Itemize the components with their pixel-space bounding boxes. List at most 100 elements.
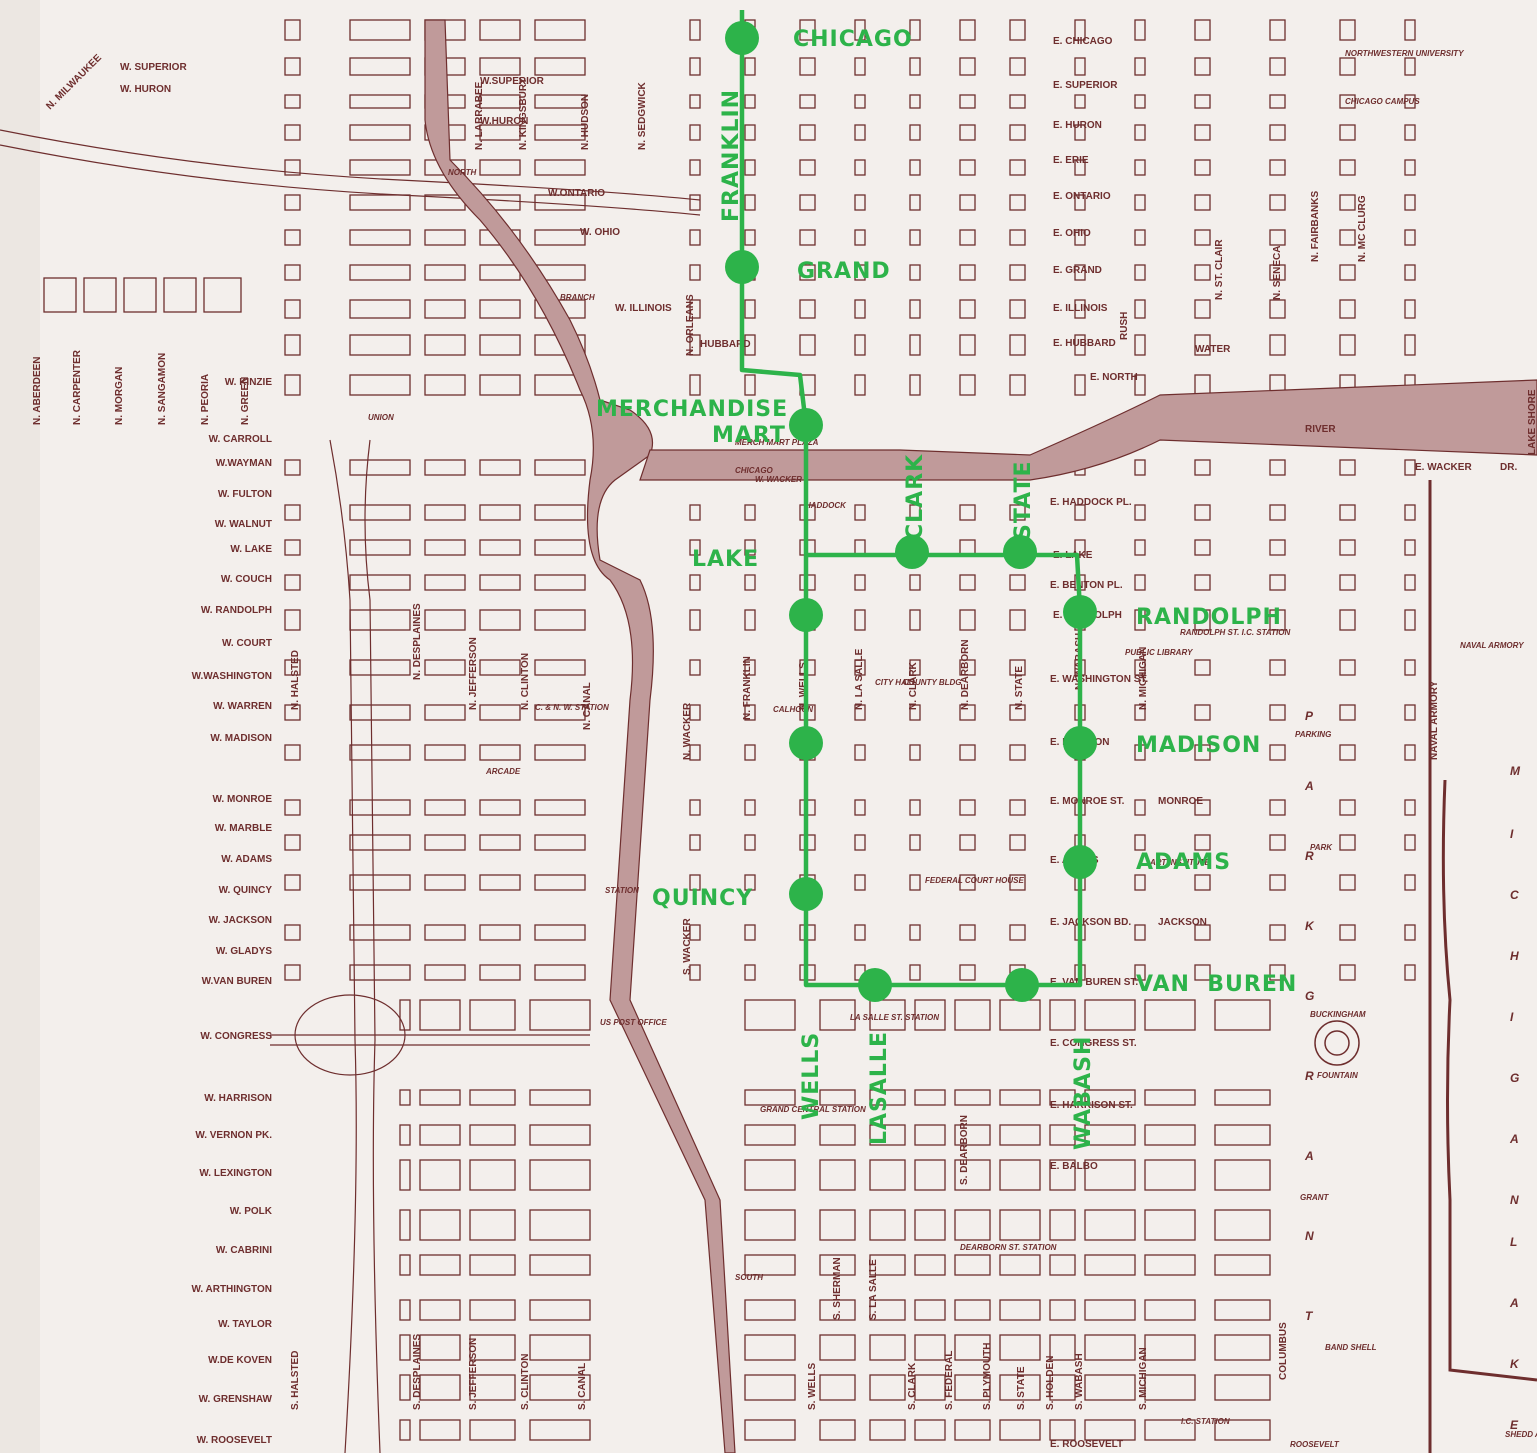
street-label: S. MICHIGAN — [1138, 1347, 1149, 1410]
city-block — [954, 1124, 991, 1146]
city-block — [534, 229, 586, 246]
city-block — [1404, 124, 1416, 141]
station-dot-lasalle[interactable] — [858, 968, 892, 1002]
place-label: MERCH MART PLAZA — [735, 438, 819, 447]
street-label: W. TAYLOR — [218, 1319, 273, 1330]
street-label: S. CANAL — [577, 1363, 588, 1410]
street-label: E. ERIE — [1053, 155, 1089, 166]
city-block — [424, 659, 466, 676]
city-block — [424, 834, 466, 851]
station-dot-lake[interactable] — [789, 598, 823, 632]
place-label: W. WACKER — [755, 475, 802, 484]
city-block — [689, 924, 701, 941]
station-dot-clark[interactable] — [895, 535, 929, 569]
park-letter: R — [1305, 849, 1314, 863]
lake-letter: L — [1510, 1235, 1517, 1249]
city-block — [909, 504, 921, 521]
place-label: SOUTH — [735, 1273, 763, 1282]
city-block — [284, 57, 301, 76]
station-label-lasalle: LASALLE — [867, 1031, 892, 1145]
city-block — [1009, 334, 1026, 356]
city-block — [914, 1209, 946, 1241]
city-block — [854, 659, 866, 676]
street-label: E. OHIO — [1053, 228, 1091, 239]
park-letter: P — [1305, 709, 1314, 723]
city-block — [959, 374, 976, 396]
lakefront — [1428, 480, 1537, 1453]
lake-letter: M — [1510, 764, 1521, 778]
route-stations — [725, 21, 1097, 1002]
station-dot-quincy[interactable] — [789, 877, 823, 911]
city-block — [744, 374, 756, 396]
city-block — [419, 999, 461, 1031]
city-block — [819, 1299, 856, 1321]
city-block — [1269, 704, 1286, 721]
city-block — [1134, 19, 1146, 41]
city-block — [819, 1124, 856, 1146]
city-block — [999, 1254, 1041, 1276]
city-block — [1269, 57, 1286, 76]
place-label: BUCKINGHAM — [1310, 1010, 1366, 1019]
street-label: N. DEARBORN — [960, 639, 971, 710]
city-block — [909, 334, 921, 356]
city-block — [284, 299, 301, 319]
street-label: W. WALNUT — [215, 519, 272, 530]
city-block — [399, 1089, 411, 1106]
station-dot-madison[interactable] — [1063, 726, 1097, 760]
street-label: E. HARRISON ST. — [1050, 1100, 1133, 1111]
street-label: LAKE SHORE — [1527, 389, 1537, 455]
station-dot-merchandise-mart[interactable] — [789, 408, 823, 442]
lake-letter: H — [1510, 949, 1519, 963]
street-label: W. ADAMS — [221, 854, 272, 865]
place-label: GRANT — [1300, 1193, 1330, 1202]
station-dot-chicago[interactable] — [725, 21, 759, 55]
city-block — [529, 999, 591, 1031]
station-label-wabash: WABASH — [1071, 1036, 1096, 1150]
city-block — [1339, 874, 1356, 891]
street-label: W. GRENSHAW — [199, 1394, 273, 1405]
station-dot-adams[interactable] — [1063, 845, 1097, 879]
city-block — [1339, 124, 1356, 141]
city-block — [424, 744, 466, 761]
station-dot-grand[interactable] — [725, 250, 759, 284]
station-dot-library[interactable] — [1005, 968, 1039, 1002]
station-label-merchandise: MERCHANDISE — [596, 397, 788, 422]
lake-letter: K — [1510, 1357, 1520, 1371]
city-block — [479, 834, 521, 851]
city-block — [469, 999, 516, 1031]
city-block — [419, 1254, 461, 1276]
city-block — [534, 94, 586, 109]
street-label: JACKSON — [1158, 917, 1207, 928]
city-block — [999, 1124, 1041, 1146]
street-label: W. ILLINOIS — [615, 303, 672, 314]
city-block — [1134, 609, 1146, 631]
city-block — [1404, 229, 1416, 246]
street-label: N. SANGAMON — [157, 353, 168, 425]
city-block — [1074, 539, 1086, 556]
place-label: HADDOCK — [805, 501, 847, 510]
route-line — [739, 10, 1083, 988]
street-label: W. FULTON — [218, 489, 272, 500]
city-block — [1194, 57, 1211, 76]
city-block — [909, 704, 921, 721]
city-block — [914, 999, 946, 1031]
city-block — [954, 999, 991, 1031]
street-label: S. CLINTON — [520, 1354, 531, 1410]
station-dot-state[interactable] — [1003, 535, 1037, 569]
city-block — [954, 1419, 991, 1441]
city-block — [1144, 999, 1196, 1031]
city-block — [284, 744, 301, 761]
city-block — [999, 1089, 1041, 1106]
city-block — [744, 124, 756, 141]
city-block — [1339, 659, 1356, 676]
city-block — [1084, 1209, 1136, 1241]
station-dot-washington[interactable] — [789, 726, 823, 760]
city-block — [479, 964, 521, 981]
city-block — [909, 124, 921, 141]
city-block — [1194, 194, 1211, 211]
station-label-mart: MART — [712, 423, 786, 448]
station-dot-randolph[interactable] — [1063, 595, 1097, 629]
street-label: S. DESPLAINES — [412, 1334, 423, 1410]
city-block — [1269, 229, 1286, 246]
city-block — [424, 504, 466, 521]
